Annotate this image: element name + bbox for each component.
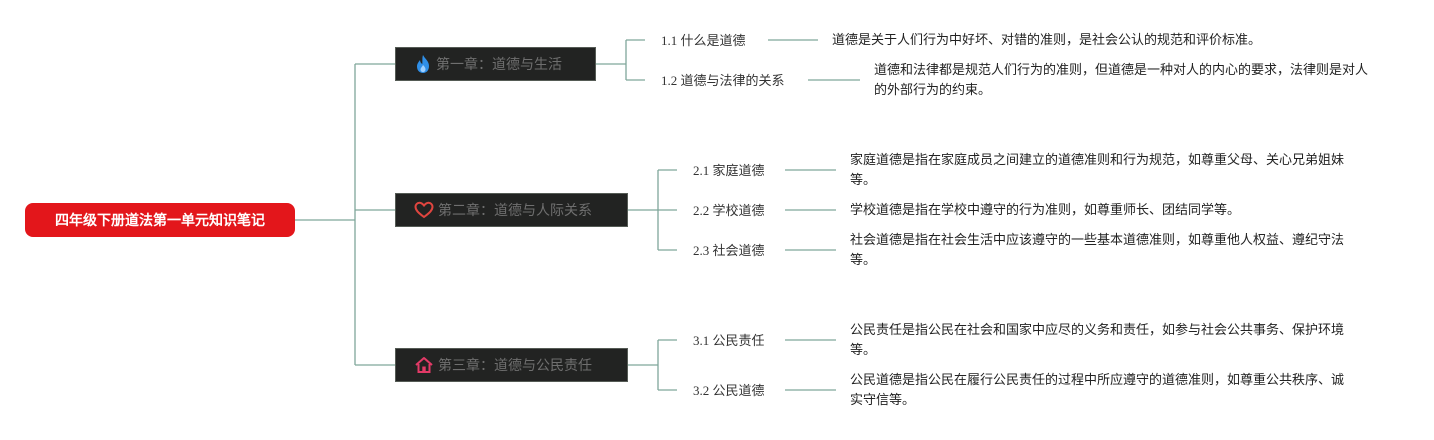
section-3-1-description: 公民责任是指公民在社会和国家中应尽的义务和责任，如参与社会公共事务、保护环境等。 (850, 323, 1345, 358)
section-1-1-label[interactable]: 1.1 什么是道德 (661, 33, 746, 48)
section-3-2-label[interactable]: 3.2 公民道德 (693, 383, 765, 398)
flame-icon (414, 54, 432, 74)
chapter-1-label: 第一章：道德与生活 (436, 57, 562, 73)
section-2-2-description: 学校道德是指在学校中遵守的行为准则，如尊重师长、团结同学等。 (850, 203, 1241, 218)
section-2-3-description: 社会道德是指在社会生活中应该遵守的一些基本道德准则，如尊重他人权益、遵纪守法等。 (850, 233, 1345, 268)
heart-icon (414, 201, 434, 219)
section-2-1-description: 家庭道德是指在家庭成员之间建立的道德准则和行为规范，如尊重父母、关心兄弟姐妹等。 (850, 153, 1345, 188)
house-icon (414, 356, 434, 374)
chapter-3-node[interactable]: 第三章：道德与公民责任 (395, 348, 628, 382)
chapter-2-label: 第二章：道德与人际关系 (438, 203, 592, 219)
root-topic-label: 四年级下册道法第一单元知识笔记 (55, 213, 265, 229)
section-1-1-description: 道德是关于人们行为中好坏、对错的准则，是社会公认的规范和评价标准。 (832, 33, 1262, 48)
section-2-2-label[interactable]: 2.2 学校道德 (693, 203, 765, 218)
section-1-2-label[interactable]: 1.2 道德与法律的关系 (661, 73, 785, 88)
section-1-2-description: 道德和法律都是规范人们行为的准则，但道德是一种对人的内心的要求，法律则是对人的外… (874, 63, 1369, 98)
section-3-1-label[interactable]: 3.1 公民责任 (693, 333, 765, 348)
section-2-3-label[interactable]: 2.3 社会道德 (693, 243, 765, 258)
root-topic[interactable]: 四年级下册道法第一单元知识笔记 (25, 203, 295, 237)
chapter-3-label: 第三章：道德与公民责任 (438, 358, 592, 374)
chapter-1-node[interactable]: 第一章：道德与生活 (395, 47, 596, 81)
section-3-2-description: 公民道德是指公民在履行公民责任的过程中所应遵守的道德准则，如尊重公共秩序、诚实守… (850, 373, 1345, 408)
chapter-2-node[interactable]: 第二章：道德与人际关系 (395, 193, 628, 227)
section-2-1-label[interactable]: 2.1 家庭道德 (693, 163, 765, 178)
